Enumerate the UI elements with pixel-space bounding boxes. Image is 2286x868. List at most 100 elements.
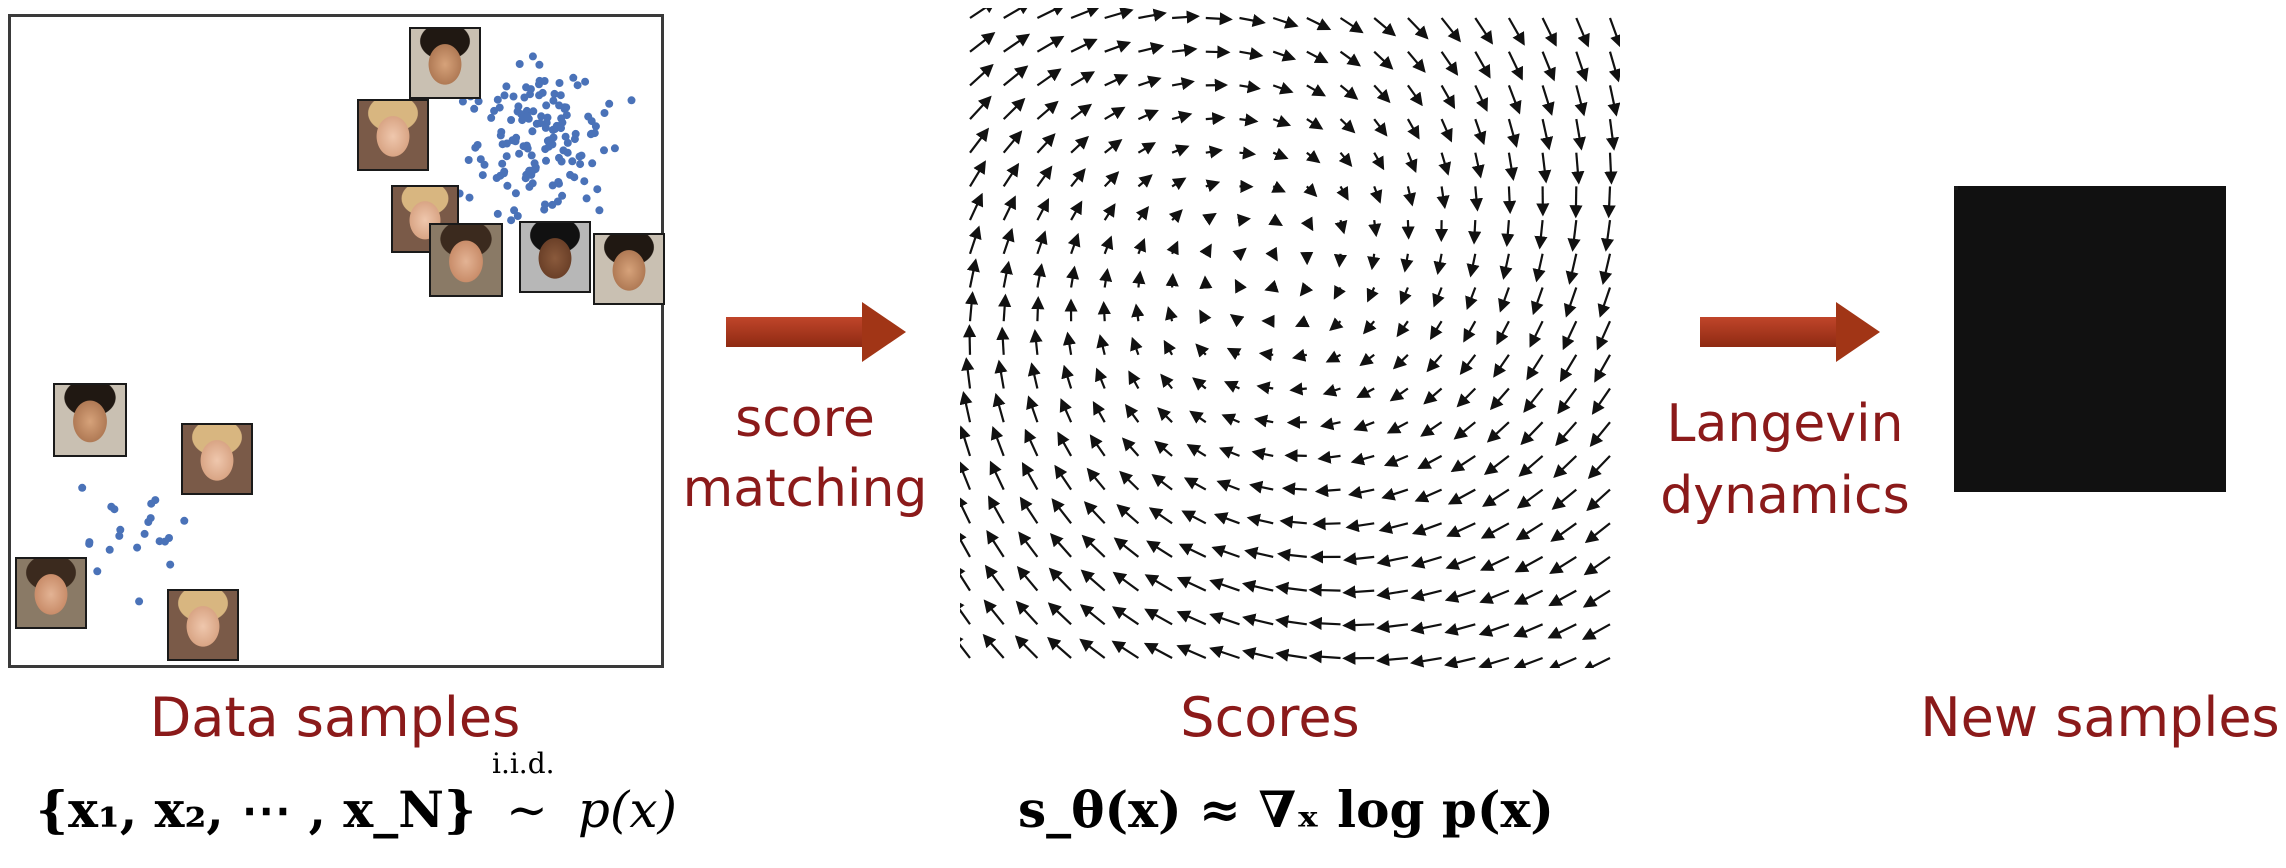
score-vector — [1483, 455, 1510, 476]
score-vector — [994, 359, 1008, 389]
data-point — [570, 135, 579, 144]
score-vector — [1160, 373, 1174, 390]
score-vector — [1256, 381, 1274, 395]
score-vector — [1376, 587, 1409, 601]
score-vector — [1329, 317, 1344, 332]
score-vector — [1373, 118, 1388, 137]
score-vector — [1376, 620, 1409, 634]
score-vector — [1054, 464, 1073, 491]
score-vector — [1251, 447, 1274, 461]
score-matching-label: score matching — [682, 389, 928, 519]
score-vector — [1548, 589, 1577, 607]
score-vector — [1410, 555, 1442, 569]
data-point — [556, 91, 565, 100]
score-vector — [1308, 616, 1341, 631]
score-vector — [1366, 287, 1379, 303]
score-vector — [1513, 623, 1544, 638]
score-vector — [1048, 567, 1072, 592]
data-point — [584, 112, 593, 121]
score-vector — [1135, 205, 1150, 221]
score-vector — [1178, 543, 1207, 558]
score-vector — [1348, 485, 1375, 499]
score-vector — [1036, 165, 1053, 188]
score-vector — [1070, 168, 1086, 188]
data-point — [569, 73, 578, 82]
arrow-head — [862, 302, 906, 362]
score-equation: s_θ(x) ≈ ∇ₓ log p(x) — [1018, 780, 1554, 839]
face-thumbnail — [519, 221, 591, 293]
data-point — [499, 169, 508, 178]
score-vector — [982, 633, 1005, 659]
score-vector — [1002, 130, 1023, 154]
score-vector — [1565, 253, 1579, 285]
score-vector — [1444, 589, 1476, 603]
score-vector — [1516, 488, 1544, 509]
data-point — [588, 159, 597, 168]
score-vector — [1459, 354, 1477, 375]
score-vector — [1246, 513, 1274, 527]
score-vector — [1130, 336, 1143, 356]
data-point — [498, 159, 507, 168]
score-vector — [1591, 387, 1611, 415]
score-vector — [1104, 74, 1129, 87]
score-vector — [1211, 545, 1240, 558]
score-vector — [1306, 17, 1332, 31]
face-thumbnail — [53, 383, 127, 457]
score-vector — [1031, 296, 1045, 322]
score-vector — [1406, 118, 1420, 140]
score-vector-field — [960, 8, 1620, 668]
score-vector — [1151, 473, 1173, 491]
score-vector — [1181, 510, 1207, 525]
score-vector — [1480, 555, 1510, 571]
score-vector — [1474, 17, 1494, 45]
score-vector — [1446, 522, 1476, 538]
score-vector — [1520, 421, 1544, 446]
score-vector — [1368, 219, 1382, 238]
score-vector — [1513, 589, 1544, 605]
score-vector — [1373, 50, 1394, 70]
score-vector — [969, 192, 984, 221]
data-point — [548, 200, 557, 209]
score-vector — [1532, 253, 1546, 283]
data-point — [535, 80, 543, 89]
score-vector — [1171, 177, 1187, 191]
score-vector — [1049, 532, 1072, 558]
score-vector — [1574, 85, 1588, 117]
data-point — [541, 123, 550, 132]
data-scatter — [78, 52, 636, 606]
data-point — [146, 514, 155, 523]
score-vector — [1407, 17, 1429, 40]
score-vector — [1389, 387, 1409, 402]
data-point — [135, 597, 144, 606]
data-point — [180, 516, 189, 525]
score-vector — [1047, 602, 1072, 626]
score-vector — [1608, 51, 1620, 83]
score-vector — [1436, 186, 1450, 210]
score-vector — [1401, 220, 1415, 240]
score-vector — [1353, 419, 1375, 432]
score-vector — [1143, 642, 1173, 659]
data-point — [115, 531, 124, 540]
score-vector — [1414, 488, 1443, 503]
score-vector — [1154, 440, 1173, 457]
score-vector — [1496, 320, 1510, 346]
score-vector — [1504, 152, 1518, 181]
score-vector — [1166, 240, 1179, 256]
score-vector — [1183, 477, 1207, 491]
score-vector — [1137, 174, 1153, 188]
data-point — [521, 174, 530, 183]
score-vector — [1111, 640, 1139, 659]
score-vector — [992, 392, 1006, 423]
data-point — [528, 52, 537, 61]
data-point — [581, 77, 590, 86]
score-vector — [1083, 501, 1106, 525]
score-vector — [1546, 656, 1577, 668]
score-vector — [1480, 522, 1510, 539]
score-vector — [1272, 16, 1299, 29]
data-point — [542, 156, 550, 165]
data-point — [542, 101, 551, 110]
score-vector — [1249, 480, 1274, 494]
data-samples-panel — [8, 14, 665, 668]
score-vector — [1014, 635, 1039, 659]
score-vector — [1213, 512, 1240, 525]
